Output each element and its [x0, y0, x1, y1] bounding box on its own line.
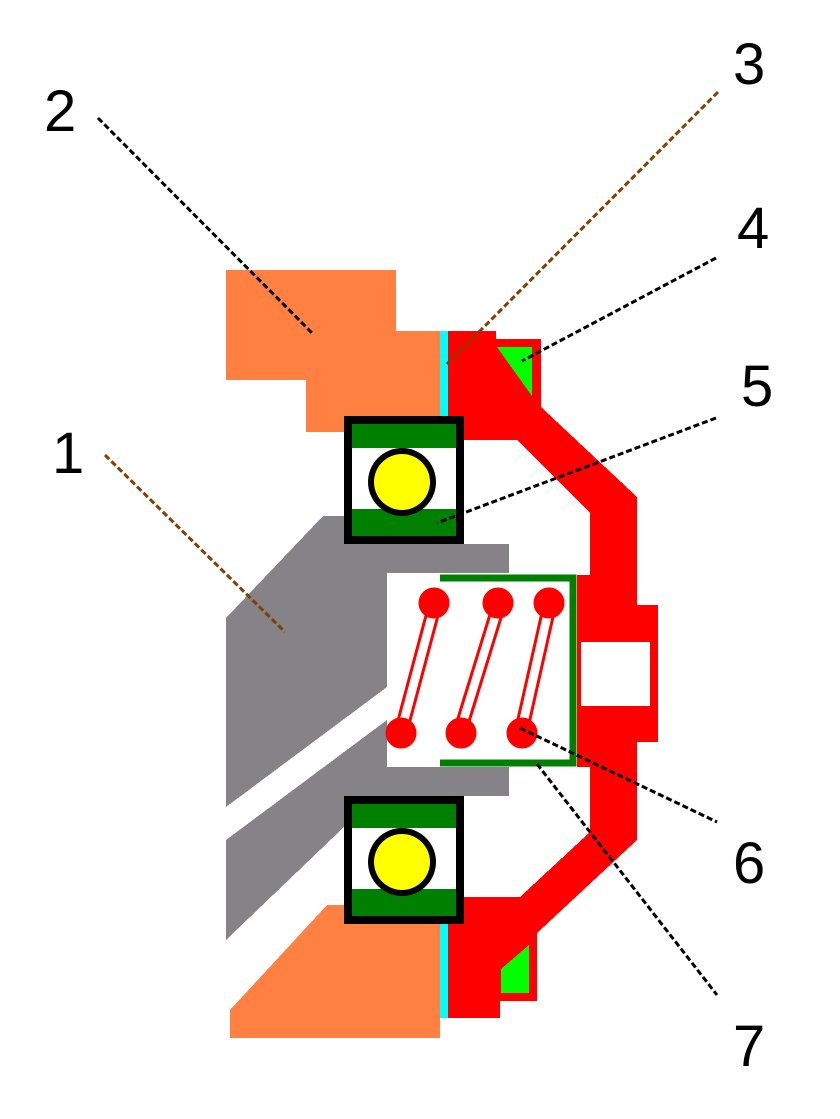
leader-1	[103, 453, 287, 634]
seal-bottom	[501, 945, 529, 993]
label-1: 1	[52, 421, 85, 486]
label-6: 6	[733, 831, 766, 896]
label-7: 7	[733, 1014, 766, 1079]
rotor-hole	[581, 642, 650, 706]
spring-cup-border	[440, 574, 577, 767]
shim-top	[440, 331, 448, 416]
leader-3	[444, 90, 720, 367]
bearing-top	[344, 416, 464, 544]
label-5: 5	[741, 354, 774, 419]
shaft-lower	[226, 720, 509, 940]
housing-top	[226, 270, 440, 432]
rotor	[448, 331, 658, 1018]
shaft-upper	[226, 516, 509, 807]
label-3: 3	[733, 32, 766, 97]
leader-2	[96, 116, 315, 336]
shim-bottom	[440, 924, 448, 1018]
springs	[385, 587, 565, 749]
housing-bottom	[230, 905, 440, 1038]
leader-5	[436, 416, 717, 525]
leader-7	[535, 763, 719, 996]
leader-6	[519, 726, 718, 824]
label-4: 4	[737, 196, 770, 261]
bearing-bottom	[344, 796, 464, 924]
leader-4	[521, 256, 717, 363]
label-2: 2	[44, 79, 77, 144]
